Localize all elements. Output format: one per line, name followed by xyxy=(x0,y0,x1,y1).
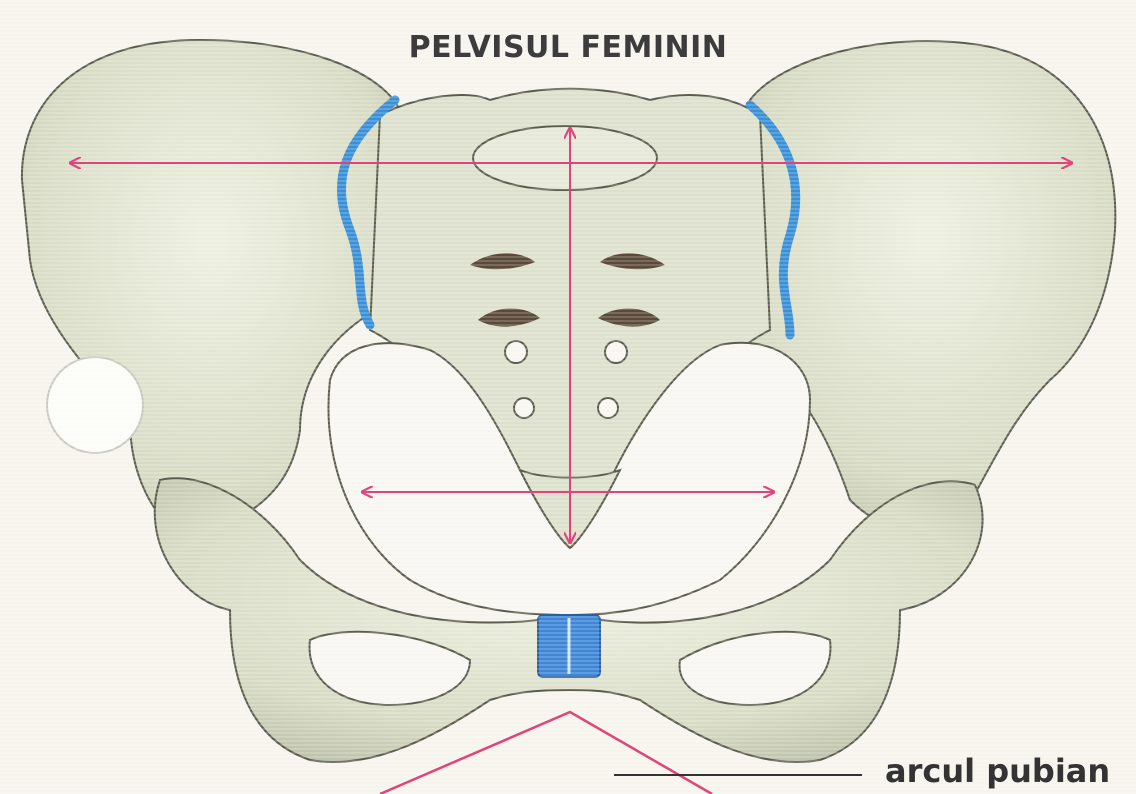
femoral-head xyxy=(47,357,143,453)
sacral-foramen xyxy=(598,398,618,418)
sacral-foramen xyxy=(514,398,534,418)
sacral-foramen xyxy=(505,341,527,363)
sacral-body xyxy=(473,126,657,190)
sacral-foramen xyxy=(605,341,627,363)
pubic-arch-label: arcul pubian xyxy=(885,752,1110,790)
figure-title: PELVISUL FEMININ xyxy=(0,30,1136,65)
